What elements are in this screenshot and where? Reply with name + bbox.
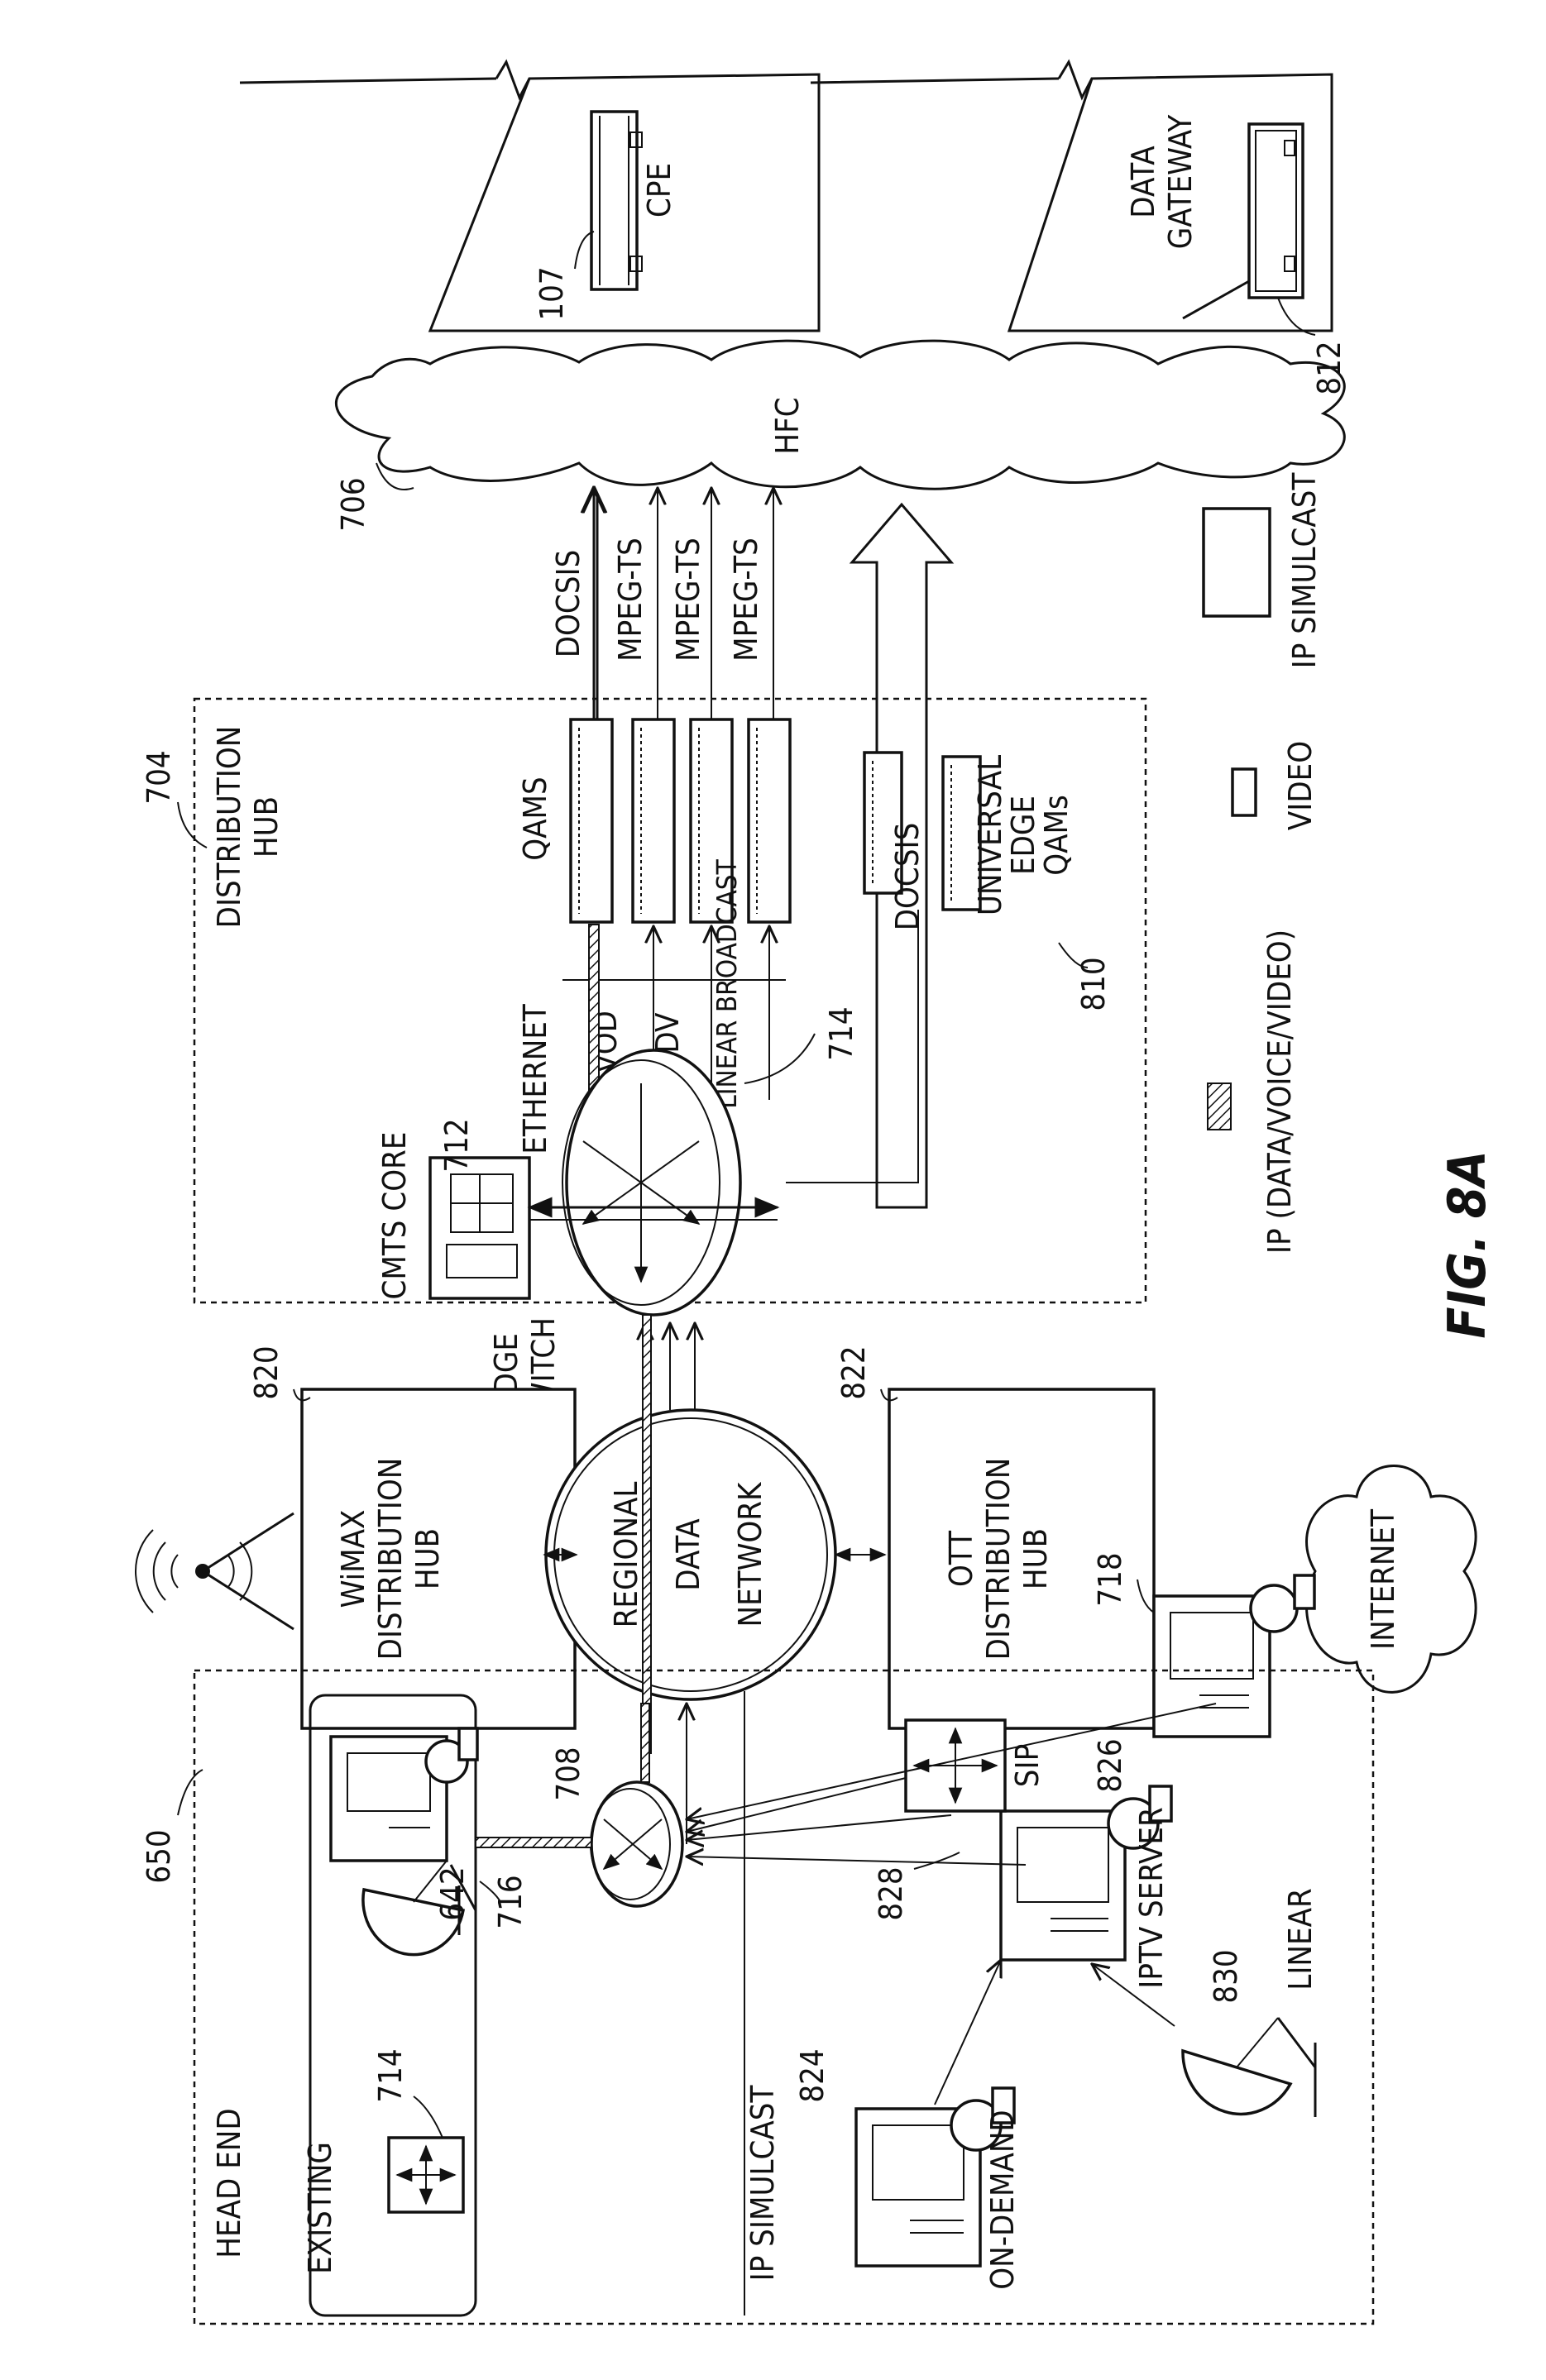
data-gateway-label-1: DATA [1125,146,1161,218]
hfc-ref: 706 [335,477,371,531]
sip-label: SIP [1009,1744,1046,1787]
wimax-title-2: DISTRIBUTION [372,1458,409,1661]
iptv-ref: 826 [1092,1738,1128,1792]
stream-mpeg-label-2: MPEG-TS [670,538,706,662]
satellite-ref: 716 [492,1875,529,1928]
head-end-title: HEAD END [211,2108,247,2258]
hub-router-icon [562,1050,740,1315]
legend: IP (DATA/VOICE/VIDEO) VIDEO IP SIMULCAST [1204,473,1323,1255]
legend-video-swatch [1232,769,1256,815]
ott-title-2: DISTRIBUTION [980,1458,1017,1661]
set-top-box-icon [591,112,642,289]
head-end-router-icon [591,1782,682,1906]
qams-label: QAMS [517,777,553,861]
ethernet-label: ETHERNET [517,1004,553,1154]
existing-label: EXISTING [302,2142,338,2274]
cpe-label: CPE [641,163,677,217]
legend-video-label: VIDEO [1282,741,1319,830]
existing-link [476,1838,591,1847]
existing-switch-ref: 714 [372,2048,409,2102]
universal-label-2: EDGE [1005,796,1041,875]
stream-docsis-label: DOCSIS [550,550,586,658]
wimax-title-1: WiMAX [335,1510,371,1608]
regional-title-3: NETWORK [732,1481,768,1627]
stream-mpeg-label-1: MPEG-TS [612,538,649,662]
hfc-label: HFC [769,397,806,454]
regional-title-2: DATA [670,1518,706,1591]
existing-server-ref: 642 [434,1866,471,1920]
legend-ip-swatch [1208,1083,1231,1130]
figure-label: FIG. 8A [1437,1150,1497,1338]
ott-title-1: OTT [943,1531,979,1587]
existing-server-icon [331,1728,477,1861]
universal-label-1: UNIVERSAL [972,755,1008,915]
hfc-cloud: HFC 706 [335,341,1344,532]
wimax-ref: 820 [248,1345,285,1399]
linear-broadcast-label: LINEAR BROADCAST [711,858,743,1108]
cpe-panel: CPE 107 [240,62,819,331]
distribution-hub-title-1: DISTRIBUTION [211,726,247,929]
universal-docsis-label: DOCSIS [889,823,926,931]
wireless-tower-icon [136,1513,294,1629]
data-gateway-label-2: GATEWAY [1162,115,1199,250]
sip-ref: 828 [873,1866,909,1920]
stream-mpeg-label-3: MPEG-TS [728,538,764,662]
linear-label: LINEAR [1282,1888,1319,1990]
gateway-device-icon [1183,124,1303,318]
legend-simulcast-label: IP SIMULCAST [1286,473,1323,669]
regional-data-network: REGIONAL DATA NETWORK [544,1315,885,1753]
on-demand-label: ON-DEMAND [984,2110,1021,2290]
qam-rack-icon [571,719,790,922]
hub-router-ref: 714 [823,1006,859,1060]
cmts-core-icon [430,1158,529,1298]
cmts-core-label: CMTS CORE [376,1132,413,1300]
regional-title-1: REGIONAL [608,1482,644,1628]
head-end-ref: 650 [141,1829,177,1883]
linear-ref: 830 [1208,1949,1244,2003]
head-end-router-ref: 708 [550,1747,586,1800]
wimax-title-3: HUB [409,1528,446,1589]
head-end-box: HEAD END 650 EXISTING 714 716 642 [141,1670,1373,2324]
linear-dish-icon [1183,2018,1315,2117]
distribution-hub-ref: 704 [141,750,177,804]
ip-simulcast-title: IP SIMULCAST [744,2086,781,2282]
iptv-label: IPTV SERVER [1133,1807,1170,1989]
ott-ref: 822 [835,1345,872,1399]
distribution-hub-title-2: HUB [248,796,285,858]
universal-label-3: QAMs [1038,795,1075,876]
legend-simulcast-swatch [1204,509,1270,616]
ott-title-3: HUB [1017,1528,1054,1589]
internet-label: INTERNET [1365,1509,1401,1650]
output-streams: DOCSIS MPEG-TS MPEG-TS MPEG-TS [550,488,773,719]
on-demand-ref: 824 [794,2048,830,2102]
sip-switch-icon [906,1720,1005,1811]
cmts-core-ref: 712 [438,1118,475,1172]
existing-switch-icon [389,2138,463,2212]
legend-ip-label: IP (DATA/VOICE/VIDEO) [1261,930,1298,1254]
cpe-ref: 107 [534,266,570,320]
internet-ref: 718 [1092,1552,1128,1606]
